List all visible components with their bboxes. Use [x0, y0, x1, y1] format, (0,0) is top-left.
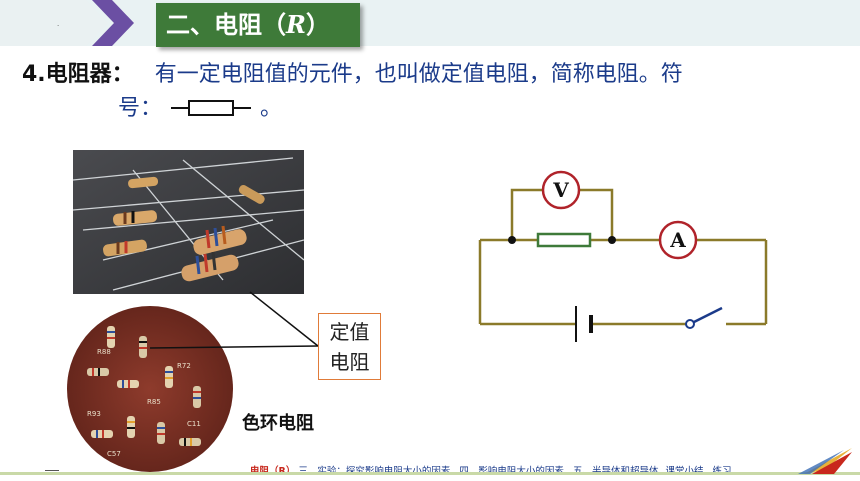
resistor-symbol-icon: [171, 100, 252, 116]
item-number: 4.: [22, 62, 46, 87]
footer-dash: [45, 470, 59, 471]
voltmeter-label: V: [552, 178, 569, 202]
resistor-photo: [73, 150, 304, 294]
svg-text:.: .: [57, 19, 59, 28]
definition-text: 4.电阻器： 有一定电阻值的元件，也叫做定值电阻，简称电阻。符 号： 。: [22, 58, 832, 126]
footer-line: [0, 472, 860, 475]
footer-nav-item[interactable]: 练习: [713, 466, 732, 477]
svg-text:R85: R85: [147, 398, 161, 406]
logo-icon: [798, 448, 852, 474]
footer-nav-item[interactable]: 五、半导体和超导体: [573, 466, 659, 477]
svg-text:C57: C57: [107, 450, 121, 458]
section-title: 二、电阻（R）: [156, 3, 360, 47]
ammeter-icon: A: [658, 220, 698, 260]
svg-text:R88: R88: [97, 348, 111, 356]
chevron-decoration-icon: .: [0, 0, 134, 46]
footer-nav-item[interactable]: 三、实验：探究影响电阻大小的因素: [298, 466, 450, 477]
switch-icon: [685, 306, 723, 329]
svg-text:C11: C11: [187, 420, 201, 428]
symbol-label: 号：: [118, 96, 163, 121]
circuit-diagram: V A: [478, 170, 768, 342]
fixed-resistor-callout: 定值 电阻: [318, 313, 381, 380]
color-ring-resistor-label: 色环电阻: [242, 413, 314, 434]
definition-line1: 有一定电阻值的元件，也叫做定值电阻，简称电阻。符: [154, 62, 683, 87]
footer-nav-item[interactable]: 四、影响电阻大小的因素: [459, 466, 564, 477]
resistor-element: [536, 232, 592, 248]
footer-nav-item[interactable]: 课堂小结: [666, 466, 704, 477]
svg-text:R72: R72: [177, 362, 191, 370]
voltmeter-icon: V: [541, 170, 581, 210]
footer-nav: 电阻（R） 三、实验：探究影响电阻大小的因素 四、影响电阻大小的因素 五、半导体…: [250, 463, 732, 477]
footer-nav-item[interactable]: 电阻（R）: [250, 466, 295, 477]
top-bar: [0, 0, 860, 46]
battery-icon: [575, 306, 593, 342]
svg-text:R93: R93: [87, 410, 101, 418]
period: 。: [260, 96, 283, 121]
ammeter-label: A: [669, 228, 686, 252]
term: 电阻器：: [45, 62, 134, 87]
